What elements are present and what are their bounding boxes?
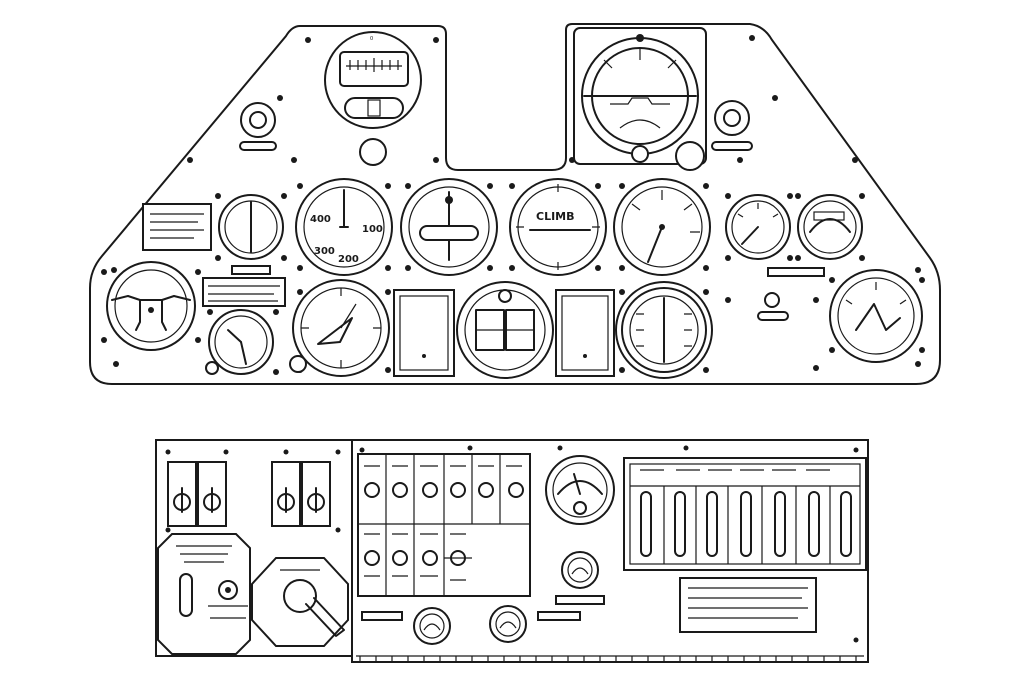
altimeter-icon xyxy=(289,279,390,377)
compass-card-icon xyxy=(456,281,554,379)
ammeter-icon xyxy=(545,455,615,525)
tachometer-icon xyxy=(613,178,711,276)
airspeed-label-100: 100 xyxy=(362,224,383,235)
instruction-placard-icon xyxy=(202,277,286,307)
right-indicator-light-icon xyxy=(711,100,753,151)
small-indicator-light-icon xyxy=(757,292,789,321)
toggle-switch-pair-middle[interactable] xyxy=(271,461,331,527)
oil-temperature-icon xyxy=(767,194,863,277)
airspeed-label-300: 300 xyxy=(314,246,335,257)
suction-gauge-icon xyxy=(555,289,615,377)
rate-of-climb-icon: CLIMB xyxy=(509,178,607,276)
lower-switch-panel xyxy=(155,439,869,663)
instruction-placard-icon xyxy=(142,203,212,251)
airspeed-label-200: 200 xyxy=(338,254,359,265)
airspeed-indicator-icon: 400 100 300 200 xyxy=(295,178,393,276)
airspeed-label-400: 400 xyxy=(310,214,331,225)
small-gauge-icon xyxy=(489,605,581,643)
landing-gear-indicator-icon xyxy=(106,261,196,351)
upper-instrument-panel: 0 xyxy=(89,23,941,385)
artificial-horizon-icon xyxy=(573,27,707,171)
left-indicator-light-icon xyxy=(239,102,277,151)
ignition-control-box-icon xyxy=(157,533,251,655)
turn-bank-indicator-icon xyxy=(400,178,498,276)
toggle-switch-bank-icon[interactable] xyxy=(357,453,531,597)
engine-gauge-icon xyxy=(615,281,713,379)
circuit-breaker-rack-icon xyxy=(623,457,867,571)
svg-text:0: 0 xyxy=(370,36,373,42)
small-gauge-icon xyxy=(361,607,451,645)
instruction-placard-icon xyxy=(679,577,817,633)
fuel-pressure-icon xyxy=(218,194,284,275)
directional-gyro-icon: 0 xyxy=(324,31,422,166)
fuel-selector-icon[interactable] xyxy=(251,557,349,647)
toggle-switch-pair-left[interactable] xyxy=(167,461,227,527)
flap-position-icon xyxy=(393,289,455,377)
cylinder-temperature-icon xyxy=(829,269,923,363)
clock-icon xyxy=(205,309,274,375)
small-gauge-icon xyxy=(555,551,605,605)
climb-label: CLIMB xyxy=(536,210,575,223)
manifold-pressure-icon xyxy=(725,194,791,260)
